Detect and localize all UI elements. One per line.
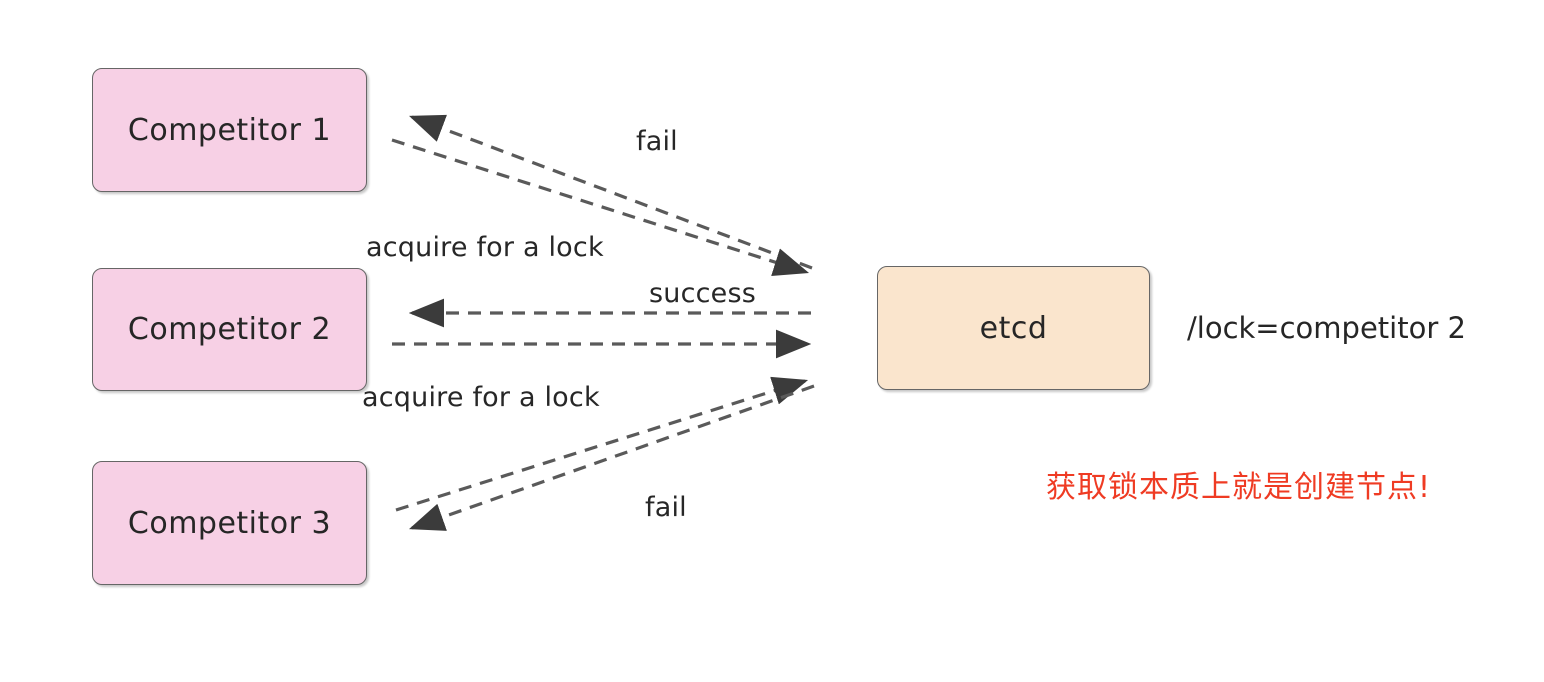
node-etcd[interactable]: etcd [877, 266, 1150, 390]
node-competitor-1[interactable]: Competitor 1 [92, 68, 367, 192]
edge-label-c1-acquire: acquire for a lock [366, 232, 604, 263]
node-competitor-1-label: Competitor 1 [127, 112, 332, 148]
node-etcd-label: etcd [979, 310, 1048, 346]
edge-label-c3-acquire: acquire for a lock [362, 382, 600, 413]
edge-label-c2-success: success [649, 278, 757, 309]
node-competitor-2[interactable]: Competitor 2 [92, 268, 367, 391]
node-competitor-3-label: Competitor 3 [127, 505, 332, 541]
edge-label-c1-fail: fail [636, 126, 678, 157]
edge-label-c3-fail: fail [645, 492, 687, 523]
node-competitor-3[interactable]: Competitor 3 [92, 461, 367, 585]
annotation-note: 获取锁本质上就是创建节点! [1046, 470, 1432, 505]
lock-key-note: /lock=competitor 2 [1187, 311, 1466, 345]
node-competitor-2-label: Competitor 2 [127, 312, 332, 347]
